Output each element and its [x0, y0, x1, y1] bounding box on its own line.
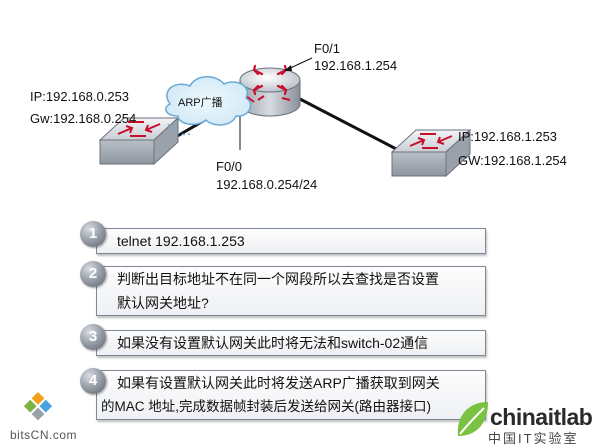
router-f0-1-port-label: F0/1 — [314, 41, 341, 56]
step-2-box: 判断出目标地址不在同一个网段所以去查找是否设置 默认网关地址? — [96, 266, 486, 316]
watermark-chinaitlab-sub: 中国IT实验室 — [488, 431, 579, 446]
step-1-text: telnet 192.168.1.253 — [117, 233, 245, 249]
chinaitlab-leaf-icon — [457, 402, 488, 436]
watermark-chinaitlab-brand: chinaitlab — [490, 404, 593, 430]
switch-left-gw-label: Gw:192.168.0.254 — [30, 111, 137, 126]
step-4-text-line2: 的MAC 地址,完成数据帧封装后发送给网关(路由器接口) — [101, 399, 431, 414]
switch-right-ip-label: IP:192.168.1.253 — [458, 129, 558, 144]
step-1-box: telnet 192.168.1.253 — [96, 228, 486, 254]
switch-right-gw-label: GW:192.168.1.254 — [458, 153, 567, 168]
arp-broadcast-cloud — [165, 76, 252, 136]
step-3-badge: 3 — [80, 324, 106, 350]
switch-right-icon — [390, 128, 472, 178]
step-2-text-line1: 判断出目标地址不在同一个网段所以去查找是否设置 — [117, 271, 439, 287]
step-3-text: 如果没有设置默认网关此时将无法和switch-02通信 — [117, 335, 429, 351]
step-4-box: 如果有设置默认网关此时将发送ARP广播获取到网关 的MAC 地址,完成数据帧封装… — [96, 370, 486, 420]
step-4-text-line1: 如果有设置默认网关此时将发送ARP广播获取到网关 — [117, 375, 440, 391]
switch-left-icon — [98, 116, 180, 166]
router-f0-1-ip-label: 192.168.1.254 — [314, 58, 398, 73]
watermark-bitscn-text: bitsCN.com — [10, 428, 78, 442]
router-f0-0-ip-label: 192.168.0.254/24 — [216, 177, 318, 192]
bitscn-logo-icon — [23, 392, 53, 421]
step-3-box: 如果没有设置默认网关此时将无法和switch-02通信 — [96, 330, 486, 356]
switch-left-ip-label: IP:192.168.0.253 — [30, 89, 130, 104]
link-router-switch-right — [297, 96, 403, 154]
cloud-label: ARP广播 — [178, 97, 223, 109]
step-4-badge: 4 — [80, 368, 106, 394]
step-1-badge: 1 — [80, 221, 106, 247]
step-2-text-line2: 默认网关地址? — [117, 295, 209, 311]
router-f0-0-port-label: F0/0 — [216, 159, 243, 174]
step-2-badge: 2 — [80, 261, 106, 287]
